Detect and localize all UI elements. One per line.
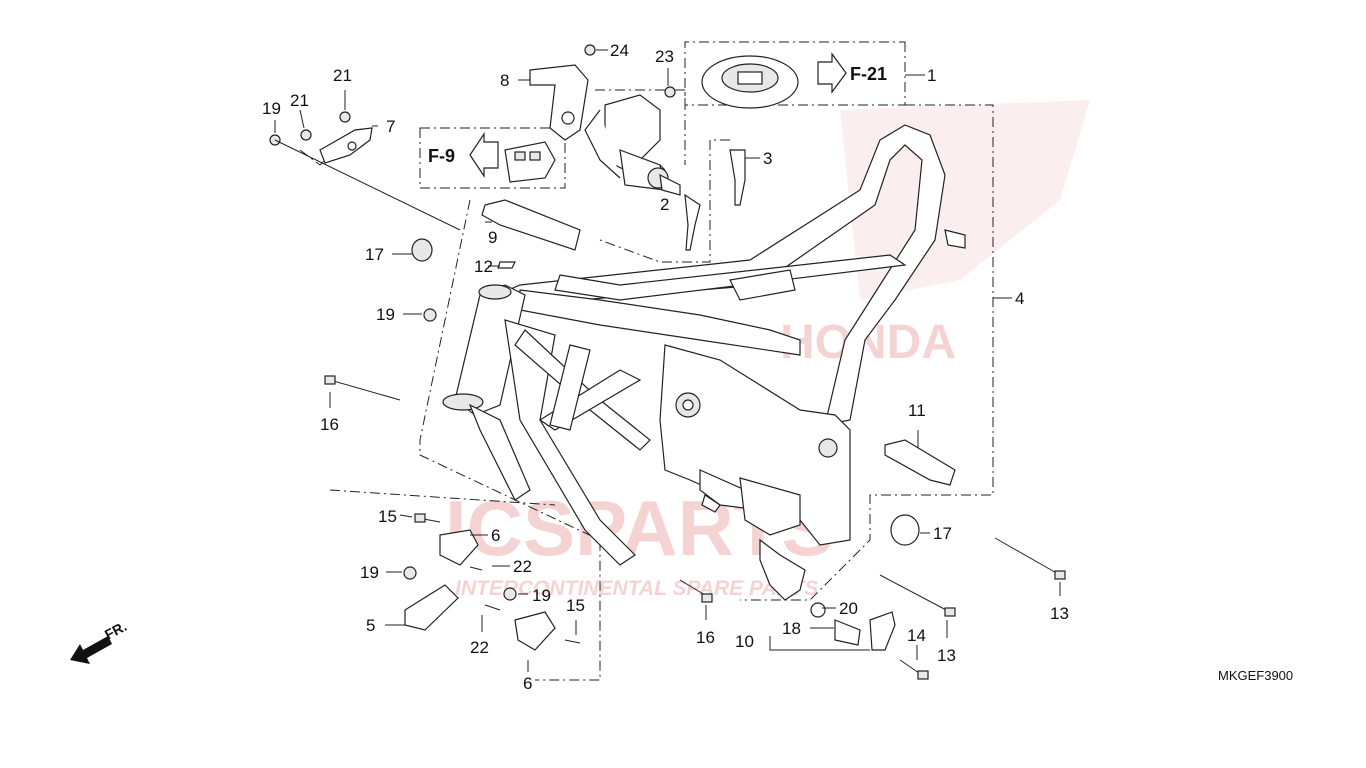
callout-13a: 13 <box>1050 604 1069 623</box>
shop-tagline-text: INTERCONTINENTAL SPARE PARTS <box>455 577 818 600</box>
callout-6b: 6 <box>523 674 532 693</box>
ref-f9[interactable]: F-9 <box>428 132 499 178</box>
callout-17b: 17 <box>933 524 952 543</box>
bracket-8 <box>529 64 589 141</box>
ref-f21-label: F-21 <box>850 64 887 84</box>
diagram-code: MKGEF3900 <box>1218 668 1293 683</box>
callout-10: 10 <box>735 632 754 651</box>
callout-2: 2 <box>660 195 669 214</box>
callout-21a: 21 <box>333 66 352 85</box>
callout-11: 11 <box>908 401 926 420</box>
callout-19d: 19 <box>532 586 551 605</box>
leader-lines <box>274 49 1061 672</box>
ref-arrow-right-icon <box>817 52 847 94</box>
bolts <box>324 375 1066 680</box>
callout-17a: 17 <box>365 245 384 264</box>
callout-7: 7 <box>386 117 395 136</box>
callout-13b: 13 <box>937 646 956 665</box>
callout-9: 9 <box>488 228 497 247</box>
callout-15a: 15 <box>378 507 397 526</box>
callout-14: 14 <box>907 626 926 645</box>
callout-16a: 16 <box>320 415 339 434</box>
callout-5: 5 <box>366 616 375 635</box>
ref-f21[interactable]: F-21 <box>817 52 887 94</box>
ref-arrow-left-icon <box>469 132 499 178</box>
callout-19b: 19 <box>376 305 395 324</box>
fasteners <box>269 44 920 618</box>
ref-f9-label: F-9 <box>428 146 455 166</box>
callout-19c: 19 <box>360 563 379 582</box>
callout-6a: 6 <box>491 526 500 545</box>
callout-20: 20 <box>839 599 858 618</box>
callout-21b: 21 <box>290 91 309 110</box>
guard-9 <box>481 199 581 251</box>
fuel-cap <box>701 55 799 109</box>
callout-16b: 16 <box>696 628 715 647</box>
front-indicator: FR. <box>70 618 129 664</box>
callout-22b: 22 <box>470 638 489 657</box>
key-set <box>684 149 746 251</box>
cover-11 <box>884 439 956 486</box>
tool-box-f9 <box>504 141 556 183</box>
brackets-lower <box>404 529 556 651</box>
callouts: 1 2 3 4 5 6 6 7 8 9 10 11 12 13 13 14 15… <box>262 41 1069 693</box>
callout-23: 23 <box>655 47 674 66</box>
ignition-switch <box>584 94 681 196</box>
callout-12: 12 <box>474 257 493 276</box>
callout-24: 24 <box>610 41 629 60</box>
front-arrow-icon <box>70 636 112 664</box>
main-frame <box>442 124 966 601</box>
bracket-7 <box>319 127 373 164</box>
callout-19a: 19 <box>262 99 281 118</box>
callout-22a: 22 <box>513 557 532 576</box>
callout-8: 8 <box>500 71 509 90</box>
callout-15b: 15 <box>566 596 585 615</box>
callout-1: 1 <box>927 66 936 85</box>
callout-18: 18 <box>782 619 801 638</box>
callout-3: 3 <box>763 149 772 168</box>
callout-4: 4 <box>1015 289 1024 308</box>
hook-10 <box>834 611 896 651</box>
